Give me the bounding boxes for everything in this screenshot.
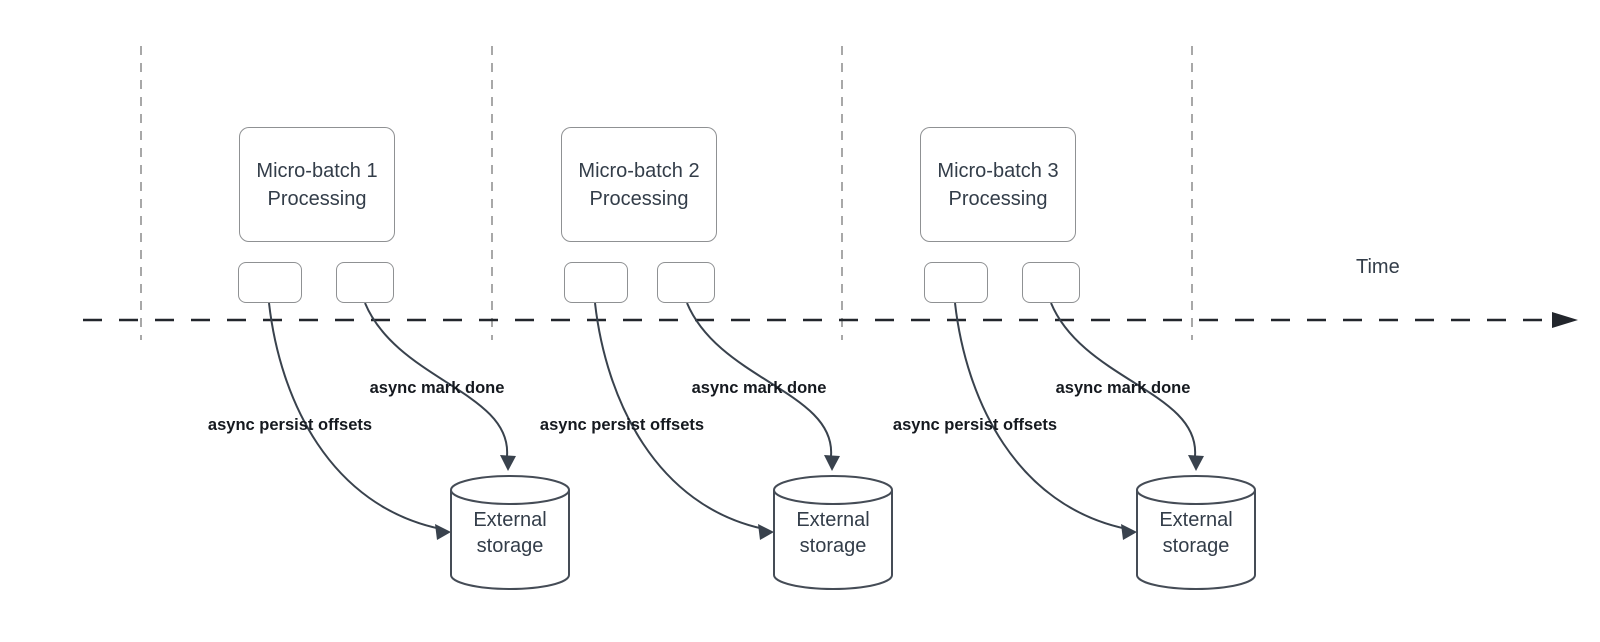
micro-batch-2-label-line2: Processing xyxy=(589,187,689,210)
external-storage-cylinder-2 xyxy=(773,475,893,590)
async-mark-done-arrow-2 xyxy=(686,302,833,457)
external-storage-cylinder-3 xyxy=(1136,475,1256,590)
async-mark-done-arrow-3 xyxy=(1050,302,1197,457)
micro-batch-2-label-line1: Micro-batch 2 xyxy=(578,159,700,182)
batch-2-mark-done-source-box xyxy=(657,262,715,303)
micro-batch-3-processing-box: Micro-batch 3 Processing xyxy=(920,127,1076,242)
async-mark-done-label-2: async mark done xyxy=(691,379,827,397)
persist-arrowhead-icon-3 xyxy=(1121,524,1137,540)
mark-done-arrowhead-icon-1 xyxy=(500,455,516,471)
external-storage-label-2-line2: storage xyxy=(799,535,867,557)
external-storage-label-2-line1: External xyxy=(796,509,870,531)
time-axis-arrowhead-icon xyxy=(1552,312,1578,328)
persist-arrowhead-icon-2 xyxy=(758,524,774,540)
async-persist-offsets-label-2: async persist offsets xyxy=(539,416,705,434)
external-storage-label-1-line2: storage xyxy=(476,535,544,557)
async-mark-done-arrow-1 xyxy=(364,302,509,457)
micro-batch-3-label-line1: Micro-batch 3 xyxy=(937,159,1059,182)
mark-done-arrowhead-icon-2 xyxy=(824,455,840,471)
batch-1-persist-offsets-source-box xyxy=(238,262,302,303)
external-storage-label-1: External storage xyxy=(440,507,580,559)
async-persist-offsets-arrow-1 xyxy=(268,302,442,530)
async-persist-offsets-label-1: async persist offsets xyxy=(207,416,373,434)
async-persist-offsets-label-3: async persist offsets xyxy=(892,416,1058,434)
micro-batch-1-label-line1: Micro-batch 1 xyxy=(256,159,378,182)
micro-batch-1-label-line2: Processing xyxy=(267,187,367,210)
external-storage-label-3-line1: External xyxy=(1159,509,1233,531)
time-axis-label: Time xyxy=(1356,256,1400,278)
external-storage-cylinder-1 xyxy=(450,475,570,590)
external-storage-label-1-line1: External xyxy=(473,509,547,531)
batch-2-persist-offsets-source-box xyxy=(564,262,628,303)
micro-batch-3-label-line2: Processing xyxy=(948,187,1048,210)
batch-3-mark-done-source-box xyxy=(1022,262,1080,303)
external-storage-label-3: External storage xyxy=(1126,507,1266,559)
micro-batch-1-processing-box: Micro-batch 1 Processing xyxy=(239,127,395,242)
external-storage-label-3-line2: storage xyxy=(1162,535,1230,557)
async-persist-offsets-arrow-2 xyxy=(594,302,765,530)
persist-arrowhead-icon-1 xyxy=(435,524,451,540)
micro-batch-2-processing-box: Micro-batch 2 Processing xyxy=(561,127,717,242)
async-mark-done-label-1: async mark done xyxy=(369,379,505,397)
async-mark-done-label-3: async mark done xyxy=(1055,379,1191,397)
batch-3-persist-offsets-source-box xyxy=(924,262,988,303)
mark-done-arrowhead-icon-3 xyxy=(1188,455,1204,471)
external-storage-label-2: External storage xyxy=(763,507,903,559)
batch-1-mark-done-source-box xyxy=(336,262,394,303)
async-persist-offsets-arrow-3 xyxy=(954,302,1128,530)
